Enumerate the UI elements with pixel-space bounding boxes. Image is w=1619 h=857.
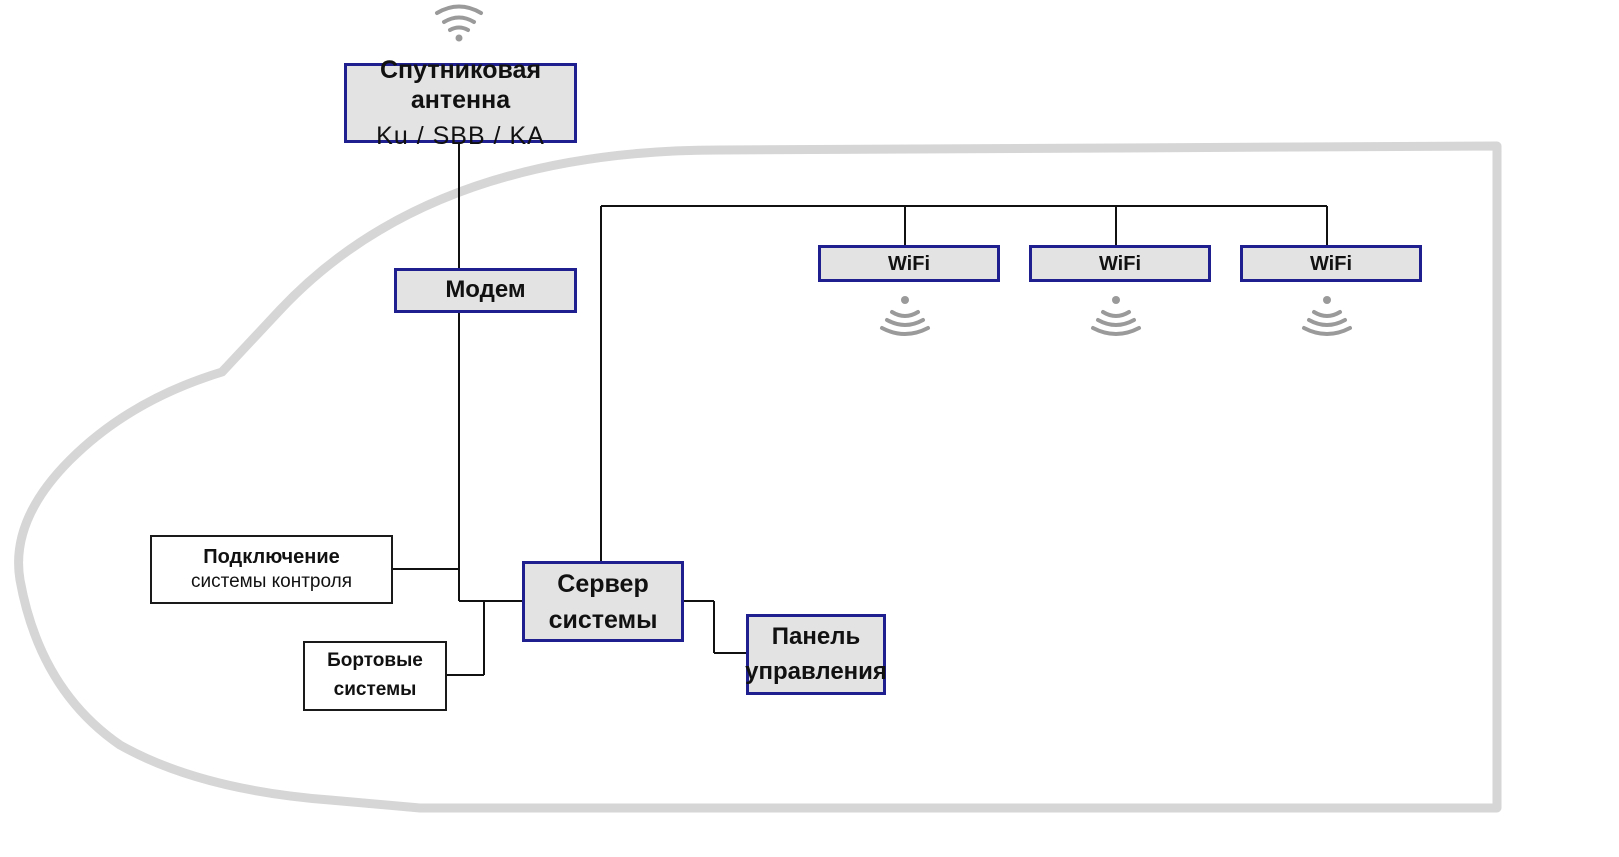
wifi-label: WiFi — [1309, 252, 1353, 275]
wifi-broadcast-icon — [880, 296, 930, 336]
control-panel-line2: управления — [745, 657, 887, 685]
control-system-line2: системы контроля — [190, 571, 353, 593]
satellite-antenna-title: Спутниковая антенна — [379, 56, 542, 114]
satellite-antenna-box: Спутниковая антенна Ku / SBB / KA — [344, 56, 577, 150]
wifi-access-point-1: WiFi — [818, 245, 1000, 282]
wifi-label: WiFi — [887, 252, 931, 275]
aircraft-fuselage-outline — [14, 141, 1502, 813]
onboard-systems-line1: Бортовые — [327, 650, 423, 672]
wifi-access-point-2: WiFi — [1029, 245, 1211, 282]
satellite-antenna-bands: Ku / SBB / KA — [376, 122, 545, 150]
onboard-systems-line2: системы — [333, 679, 417, 700]
wifi-broadcast-icon — [1091, 296, 1141, 336]
system-server-box: Сервер системы — [522, 561, 684, 642]
control-system-line1: Подключение — [203, 546, 340, 569]
system-server-line1: Сервер — [557, 569, 649, 598]
modem-label: Модем — [445, 276, 526, 304]
wifi-label: WiFi — [1098, 252, 1142, 275]
control-panel-line1: Панель — [771, 622, 861, 650]
wifi-access-point-3: WiFi — [1240, 245, 1422, 282]
control-system-box: Подключение системы контроля — [150, 535, 393, 604]
control-panel-box: Панель управления — [745, 614, 887, 695]
wifi-broadcast-icon — [1302, 296, 1352, 336]
modem-box: Модем — [394, 268, 577, 313]
connector-lines — [391, 141, 1328, 676]
satellite-signal-icon — [435, 4, 483, 42]
system-server-line2: системы — [548, 605, 658, 634]
onboard-systems-box: Бортовые системы — [303, 641, 447, 711]
